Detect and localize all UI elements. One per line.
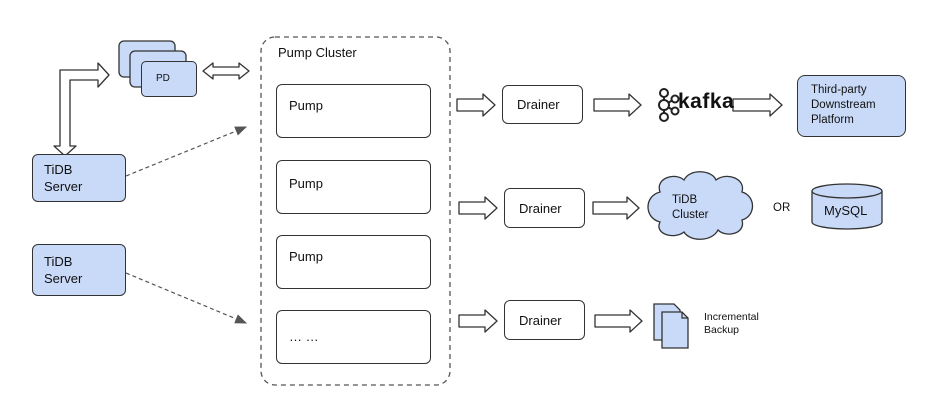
tidb-cluster-cloud-shape: [647, 171, 754, 240]
pd-pump-double-arrow: [202, 62, 250, 80]
pd-label: PD: [156, 73, 170, 84]
third-party-label: Third-party Downstream Platform: [811, 84, 876, 126]
drainer-1-label: Drainer: [517, 97, 560, 112]
drainer-3-label: Drainer: [519, 313, 562, 328]
kafka-logo-icon: [658, 88, 680, 122]
tidb-cluster-label[interactable]: TiDB Cluster: [672, 194, 709, 221]
pump-node-2[interactable]: Pump: [276, 160, 431, 214]
tidb2-to-pump-dashed-arrow: [125, 272, 248, 324]
drainer-node-2[interactable]: Drainer: [504, 188, 585, 228]
drainer3-to-backup-arrow: [594, 309, 643, 333]
pump-node-3[interactable]: Pump: [276, 235, 431, 289]
drainer2-to-tidb-cluster-arrow: [592, 196, 640, 220]
pump-node-ellipsis[interactable]: … …: [276, 310, 431, 364]
cluster-to-drainer3-arrow: [458, 309, 498, 333]
mysql-cylinder-shape: [811, 183, 883, 230]
backup-documents-icon: [653, 303, 689, 349]
pump-cluster-container: [260, 36, 451, 386]
tidb-server-node-1[interactable]: TiDB Server: [32, 154, 126, 202]
incremental-backup-label: Incremental Backup: [704, 311, 759, 336]
tidb-server-2-label: TiDB Server: [44, 254, 83, 286]
drainer-node-1[interactable]: Drainer: [502, 85, 583, 124]
pump-ellipsis-label: … …: [289, 329, 319, 344]
tidb-to-pd-elbow-arrow: [53, 62, 110, 157]
cluster-to-drainer2-arrow: [458, 196, 498, 220]
tidb1-to-pump-dashed-arrow: [125, 126, 248, 177]
tidb-server-1-label: TiDB Server: [44, 162, 83, 194]
pump-node-1[interactable]: Pump: [276, 84, 431, 138]
pd-node[interactable]: PD: [141, 61, 197, 97]
pump-2-label: Pump: [289, 176, 323, 191]
cluster-to-drainer1-arrow: [456, 93, 496, 117]
pump-3-label: Pump: [289, 249, 323, 264]
drainer1-to-kafka-arrow: [593, 93, 642, 117]
pump-1-label: Pump: [289, 98, 323, 113]
mysql-label: MySQL: [824, 203, 868, 218]
kafka-wordmark: kafka: [678, 90, 735, 113]
pump-cluster-title: Pump Cluster: [278, 45, 357, 60]
kafka-to-third-party-arrow: [732, 93, 783, 117]
tidb-server-node-2[interactable]: TiDB Server: [32, 244, 126, 296]
or-label: OR: [773, 202, 791, 214]
drainer-2-label: Drainer: [519, 201, 562, 216]
third-party-platform-node[interactable]: Third-party Downstream Platform: [797, 75, 906, 137]
drainer-node-3[interactable]: Drainer: [504, 300, 585, 340]
